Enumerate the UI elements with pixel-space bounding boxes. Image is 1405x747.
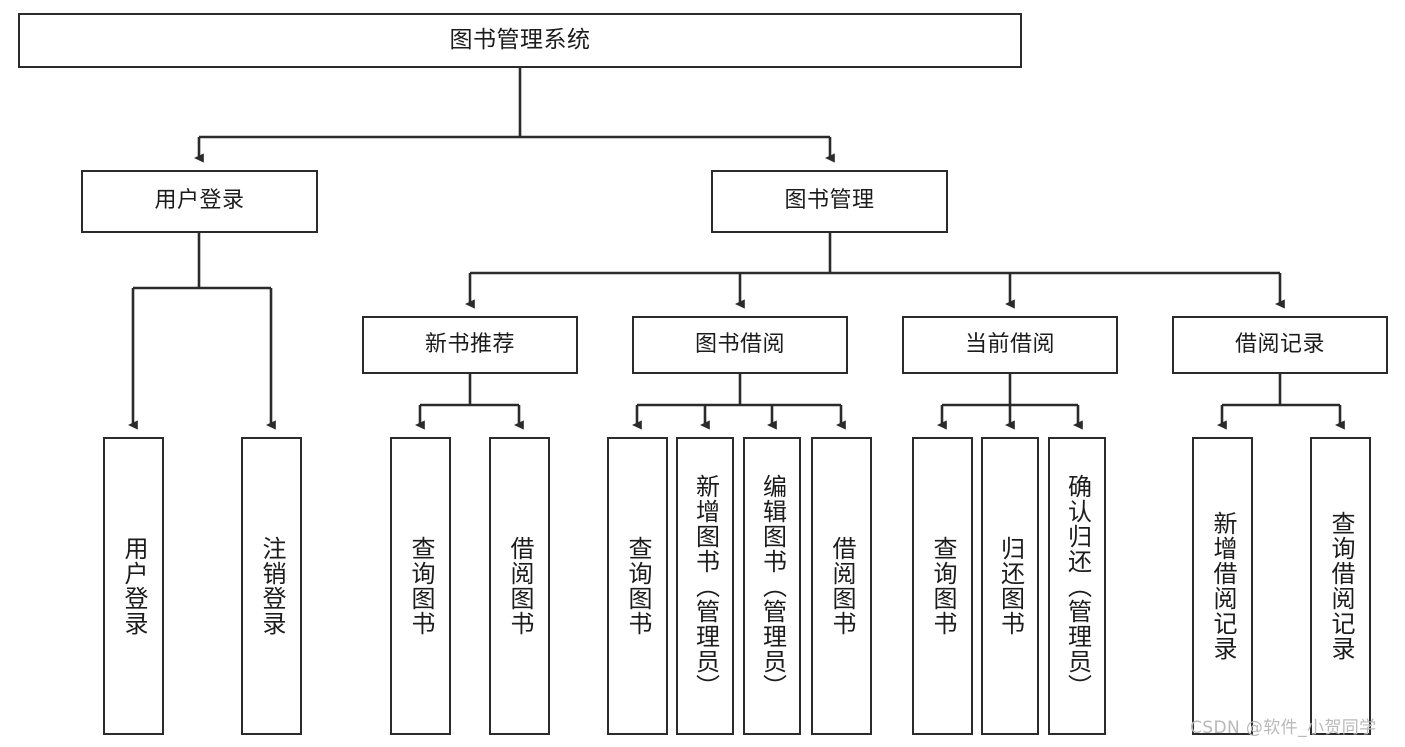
node-borrow-record[interactable]: 借阅记录	[1172, 316, 1388, 374]
node-label: 图书管理	[784, 188, 875, 214]
leaf-user-login[interactable]: 用户登录	[103, 437, 164, 735]
leaf-user-logout[interactable]: 注销登录	[241, 437, 302, 735]
leaf-borrow-book[interactable]: 借阅图书	[811, 437, 872, 735]
leaf-query-borrow-record[interactable]: 查询借阅记录	[1310, 437, 1371, 735]
leaf-add-book-admin[interactable]: 新增图书（管理员）	[676, 437, 734, 735]
node-new-book-recommend[interactable]: 新书推荐	[362, 316, 578, 374]
node-label: 注销登录	[257, 536, 286, 636]
node-current-borrow[interactable]: 当前借阅	[902, 316, 1118, 374]
node-label: 新增借阅记录	[1208, 511, 1237, 661]
node-label: 当前借阅	[964, 331, 1055, 357]
node-label: 借阅图书	[505, 536, 534, 636]
node-user-login[interactable]: 用户登录	[81, 170, 318, 233]
node-label: 查询图书	[623, 536, 652, 636]
leaf-query-book-borrow[interactable]: 查询图书	[607, 437, 668, 735]
node-label: 用户登录	[119, 536, 148, 636]
leaf-add-borrow-record[interactable]: 新增借阅记录	[1192, 437, 1253, 735]
node-label: 借阅记录	[1234, 331, 1325, 357]
node-root-system[interactable]: 图书管理系统	[18, 13, 1022, 68]
node-label: 编辑图书（管理员）	[758, 473, 787, 699]
leaf-edit-book-admin[interactable]: 编辑图书（管理员）	[743, 437, 801, 735]
node-label: 图书管理系统	[449, 27, 591, 54]
node-label: 确认归还（管理员）	[1063, 473, 1092, 699]
node-label: 用户登录	[154, 188, 245, 214]
node-label: 借阅图书	[827, 536, 856, 636]
node-label: 新书推荐	[424, 331, 515, 357]
leaf-return-book[interactable]: 归还图书	[981, 437, 1039, 735]
node-book-management[interactable]: 图书管理	[711, 170, 948, 233]
node-book-borrow[interactable]: 图书借阅	[632, 316, 848, 374]
node-label: 查询图书	[406, 536, 435, 636]
leaf-query-book-current[interactable]: 查询图书	[912, 437, 973, 735]
leaf-query-book-new[interactable]: 查询图书	[390, 437, 451, 735]
leaf-confirm-return-admin[interactable]: 确认归还（管理员）	[1048, 437, 1106, 735]
node-label: 归还图书	[996, 536, 1025, 636]
node-label: 图书借阅	[694, 331, 785, 357]
node-label: 新增图书（管理员）	[691, 473, 720, 699]
node-label: 查询图书	[928, 536, 957, 636]
leaf-borrow-book-new[interactable]: 借阅图书	[489, 437, 550, 735]
node-label: 查询借阅记录	[1326, 511, 1355, 661]
